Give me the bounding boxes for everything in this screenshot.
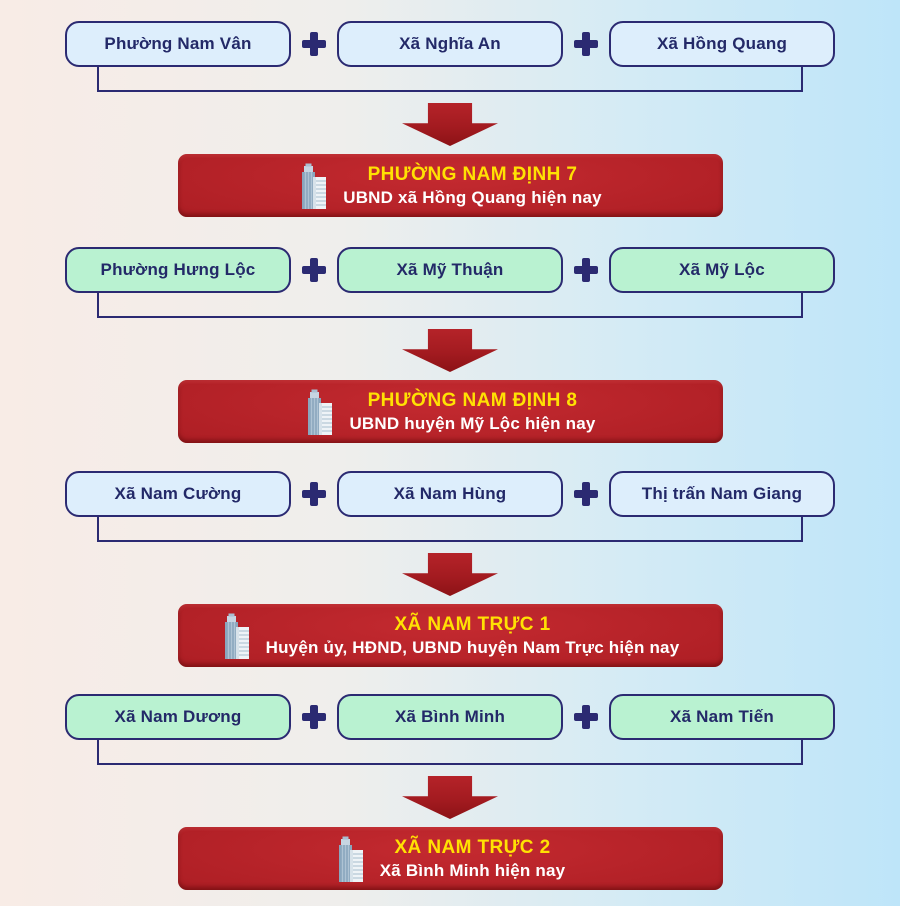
source-unit-label: Xã Nam Tiến [670, 707, 774, 726]
merger-group-2: Phường Hưng Lộc Xã Mỹ Thuận Xã Mỹ Lộc [65, 247, 835, 443]
plus-icon [574, 482, 598, 506]
source-unit-label: Xã Hồng Quang [656, 34, 788, 53]
connector-bracket [97, 517, 803, 542]
source-unit-label: Xã Mỹ Lộc [679, 260, 765, 279]
source-unit-label: Xã Mỹ Thuận [396, 260, 504, 279]
result-box: XÃ NAM TRỰC 2 Xã Bình Minh hiện nay [177, 827, 723, 890]
result-title: XÃ NAM TRỰC 1 [394, 613, 551, 635]
source-row: Phường Hưng Lộc Xã Mỹ Thuận Xã Mỹ Lộc [65, 247, 835, 293]
plus-icon [574, 705, 598, 729]
source-unit: Thị trấn Nam Giang [609, 471, 835, 517]
result-box: PHƯỜNG NAM ĐỊNH 8 UBND huyện Mỹ Lộc hiện… [177, 380, 723, 443]
plus-icon [302, 258, 326, 282]
source-unit: Xã Nam Tiến [609, 694, 835, 740]
result-subtitle: Huyện ủy, HĐND, UBND huyện Nam Trực hiện… [265, 638, 680, 658]
building-icon [298, 163, 332, 209]
arrow-row [65, 103, 835, 146]
source-unit-label: Phường Nam Vân [104, 34, 252, 53]
source-unit-label: Xã Bình Minh [394, 707, 506, 726]
result-subtitle: UBND huyện Mỹ Lộc hiện nay [349, 414, 596, 434]
plus-icon [302, 705, 326, 729]
result-title: PHƯỜNG NAM ĐỊNH 7 [367, 163, 578, 185]
source-unit-label: Xã Nam Cường [114, 484, 242, 503]
connector-bracket [97, 740, 803, 765]
arrow-row [65, 776, 835, 819]
building-icon [221, 613, 255, 659]
building-icon [335, 836, 369, 882]
merger-group-1: Phường Nam Vân Xã Nghĩa An Xã Hồng Quang [65, 21, 835, 217]
source-unit-label: Thị trấn Nam Giang [641, 484, 803, 503]
source-unit: Phường Hưng Lộc [65, 247, 291, 293]
source-row: Xã Nam Dương Xã Bình Minh Xã Nam Tiến [65, 694, 835, 740]
connector-bracket [97, 67, 803, 92]
result-box: PHƯỜNG NAM ĐỊNH 7 UBND xã Hồng Quang hiệ… [177, 154, 723, 217]
result-subtitle: Xã Bình Minh hiện nay [379, 861, 566, 881]
source-unit: Xã Nam Cường [65, 471, 291, 517]
source-unit-label: Xã Nam Dương [114, 707, 242, 726]
source-unit: Xã Nam Hùng [337, 471, 563, 517]
result-text: XÃ NAM TRỰC 2 Xã Bình Minh hiện nay [380, 836, 566, 882]
plus-icon [302, 482, 326, 506]
source-unit: Xã Nghĩa An [337, 21, 563, 67]
source-unit: Phường Nam Vân [65, 21, 291, 67]
source-row: Phường Nam Vân Xã Nghĩa An Xã Hồng Quang [65, 21, 835, 67]
source-unit: Xã Mỹ Thuận [337, 247, 563, 293]
plus-icon [302, 32, 326, 56]
arrow-row [65, 553, 835, 596]
source-unit: Xã Nam Dương [65, 694, 291, 740]
building-icon [304, 389, 338, 435]
result-title: XÃ NAM TRỰC 2 [394, 836, 551, 858]
arrow-row [65, 329, 835, 372]
source-unit: Xã Bình Minh [337, 694, 563, 740]
arrow-down-icon [402, 776, 498, 819]
source-unit: Xã Mỹ Lộc [609, 247, 835, 293]
merger-group-4: Xã Nam Dương Xã Bình Minh Xã Nam Tiến [65, 694, 835, 890]
source-unit-label: Xã Nghĩa An [399, 34, 501, 53]
result-title: PHƯỜNG NAM ĐỊNH 8 [367, 389, 578, 411]
source-unit-label: Phường Hưng Lộc [100, 260, 256, 279]
connector-bracket [97, 293, 803, 318]
result-text: PHƯỜNG NAM ĐỊNH 7 UBND xã Hồng Quang hiệ… [343, 163, 602, 209]
source-unit-label: Xã Nam Hùng [393, 484, 507, 503]
plus-icon [574, 32, 598, 56]
arrow-down-icon [402, 329, 498, 372]
merger-group-3: Xã Nam Cường Xã Nam Hùng Thị trấn Nam Gi… [65, 471, 835, 667]
arrow-down-icon [402, 103, 498, 146]
source-unit: Xã Hồng Quang [609, 21, 835, 67]
result-text: PHƯỜNG NAM ĐỊNH 8 UBND huyện Mỹ Lộc hiện… [349, 389, 595, 435]
result-text: XÃ NAM TRỰC 1 Huyện ủy, HĐND, UBND huyện… [266, 613, 680, 659]
arrow-down-icon [402, 553, 498, 596]
source-row: Xã Nam Cường Xã Nam Hùng Thị trấn Nam Gi… [65, 471, 835, 517]
result-box: XÃ NAM TRỰC 1 Huyện ủy, HĐND, UBND huyện… [177, 604, 723, 667]
result-subtitle: UBND xã Hồng Quang hiện nay [343, 188, 602, 208]
plus-icon [574, 258, 598, 282]
